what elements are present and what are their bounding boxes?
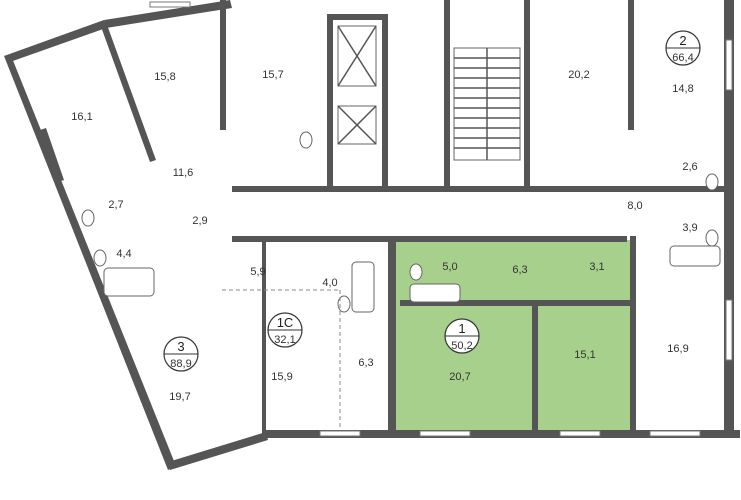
room-area: 6,3 bbox=[512, 264, 527, 276]
room-area: 15,1 bbox=[574, 349, 595, 361]
room-area: 2,9 bbox=[192, 215, 207, 227]
apartment-badge-2[interactable]: 2 66,4 bbox=[665, 30, 701, 66]
apartment-area: 32,1 bbox=[274, 334, 295, 346]
room-area: 14,8 bbox=[672, 83, 693, 95]
room-area: 5,9 bbox=[250, 266, 265, 278]
room-labels: 16,1 15,8 15,7 20,2 14,8 11,6 2,7 2,9 4,… bbox=[71, 69, 697, 403]
apartment-number: 3 bbox=[177, 339, 184, 354]
room-area: 15,9 bbox=[271, 371, 292, 383]
room-area: 2,7 bbox=[108, 199, 123, 211]
room-area: 19,7 bbox=[169, 391, 190, 403]
room-area: 16,1 bbox=[71, 111, 92, 123]
apartment-badge-1[interactable]: 1 50,2 bbox=[444, 318, 480, 354]
apartment-badge-1c[interactable]: 1C 32,1 bbox=[267, 312, 303, 348]
staircase bbox=[453, 47, 521, 161]
apartment-1-highlight[interactable] bbox=[395, 240, 632, 430]
room-area: 11,6 bbox=[173, 167, 194, 179]
apartment-area: 50,2 bbox=[451, 340, 472, 352]
room-area: 4,0 bbox=[322, 277, 337, 289]
room-area: 3,9 bbox=[682, 222, 697, 234]
room-area: 4,4 bbox=[116, 248, 131, 260]
windows bbox=[149, 1, 733, 437]
room-area: 15,7 bbox=[262, 69, 283, 81]
elevator-shafts bbox=[337, 25, 377, 145]
room-area: 5,0 bbox=[442, 261, 457, 273]
apartment-number: 1 bbox=[458, 321, 465, 336]
room-area: 8,0 bbox=[627, 200, 642, 212]
room-area: 15,8 bbox=[154, 71, 175, 83]
apartment-area: 66,4 bbox=[672, 52, 693, 64]
room-area: 3,1 bbox=[589, 261, 604, 273]
room-area: 2,6 bbox=[682, 161, 697, 173]
bath-fixtures bbox=[81, 131, 721, 313]
room-area: 20,7 bbox=[449, 371, 470, 383]
room-area: 20,2 bbox=[568, 69, 589, 81]
room-area: 6,3 bbox=[358, 357, 373, 369]
apartment-area: 88,9 bbox=[170, 358, 191, 370]
outer-walls bbox=[4, 0, 740, 470]
apartment-badge-3[interactable]: 3 88,9 bbox=[163, 336, 199, 372]
room-area: 16,9 bbox=[667, 343, 688, 355]
apartment-number: 1C bbox=[277, 315, 294, 330]
apartment-number: 2 bbox=[679, 33, 686, 48]
